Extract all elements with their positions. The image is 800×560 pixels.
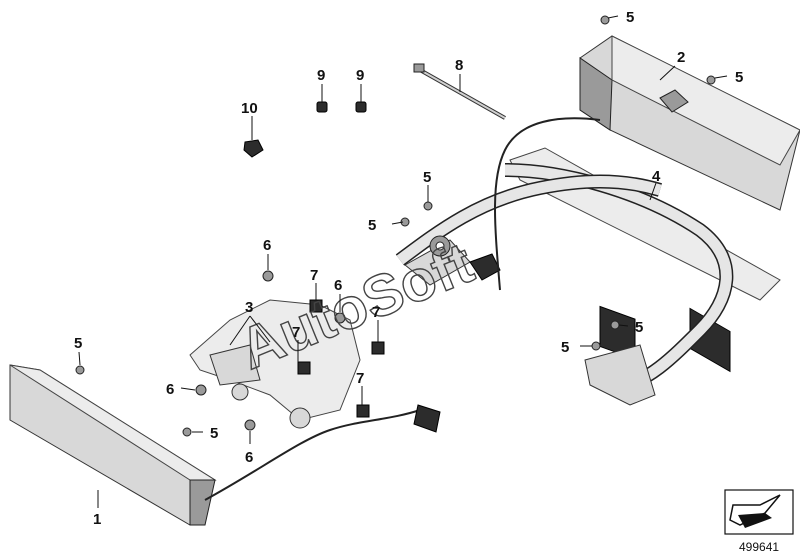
callout-3: 3 xyxy=(245,299,253,316)
cable-upper xyxy=(494,117,601,291)
callout-10: 10 xyxy=(241,100,258,117)
reference-box: 499641 xyxy=(724,489,794,554)
callout-8: 8 xyxy=(455,57,463,74)
part-4-main-bracket xyxy=(395,147,781,406)
callout-5: 5 xyxy=(210,425,218,442)
callout-6: 6 xyxy=(166,381,174,398)
callout-7: 7 xyxy=(372,304,380,321)
fasteners xyxy=(75,15,716,437)
leader-lines xyxy=(78,15,728,508)
callout-5: 5 xyxy=(626,9,634,26)
cable-lower xyxy=(204,409,421,501)
callout-1: 1 xyxy=(93,511,101,528)
callout-5: 5 xyxy=(423,169,431,186)
callout-4: 4 xyxy=(652,168,661,185)
callouts: 1 2 3 4 5 5 5 5 5 5 5 5 6 6 6 6 7 7 7 7 … xyxy=(74,9,743,528)
callout-6: 6 xyxy=(334,277,342,294)
arrow-box-icon xyxy=(729,494,781,528)
callout-6: 6 xyxy=(245,449,253,466)
callout-7: 7 xyxy=(310,267,318,284)
callout-9: 9 xyxy=(356,67,364,84)
callout-6: 6 xyxy=(263,237,271,254)
callout-5: 5 xyxy=(74,335,82,352)
callout-2: 2 xyxy=(677,49,685,66)
callout-7: 7 xyxy=(292,324,300,341)
part-8-cable-tie xyxy=(413,63,506,120)
reference-number: 499641 xyxy=(739,540,779,554)
connector-lower xyxy=(413,404,441,433)
callout-7: 7 xyxy=(356,370,364,387)
callout-9: 9 xyxy=(317,67,325,84)
part-3-plate-bracket xyxy=(189,299,361,429)
callout-5: 5 xyxy=(735,69,743,86)
part-1-front-light xyxy=(9,364,217,526)
callout-5: 5 xyxy=(635,319,643,336)
callout-5: 5 xyxy=(561,339,569,356)
callout-5: 5 xyxy=(368,217,376,234)
